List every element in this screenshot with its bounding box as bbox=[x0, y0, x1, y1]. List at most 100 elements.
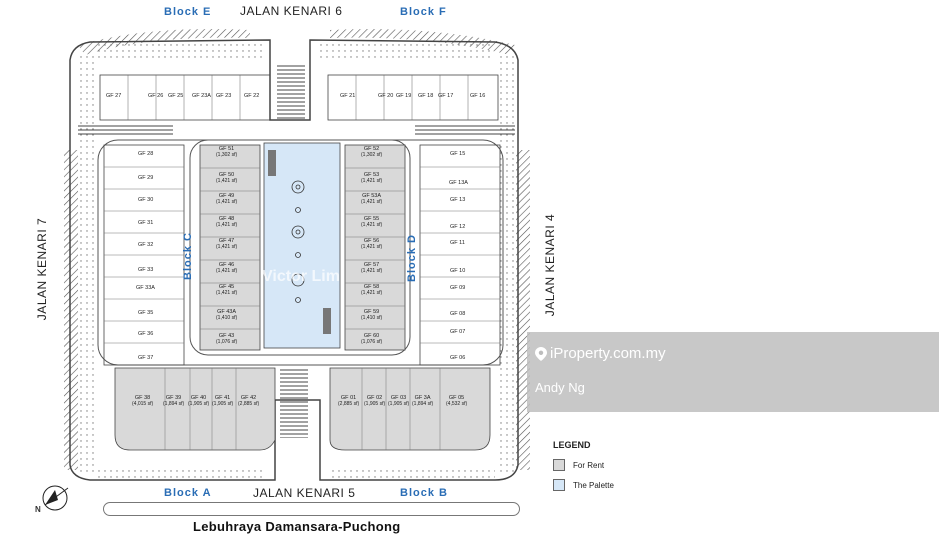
unit-label: GF 07 bbox=[450, 329, 466, 335]
legend-swatch bbox=[553, 459, 565, 471]
unit-label: GF 35 bbox=[138, 310, 154, 316]
unit-id: GF 53 bbox=[363, 172, 380, 178]
road-label-south: JALAN KENARI 5 bbox=[253, 486, 356, 500]
unit-area: (1,894 sf) bbox=[163, 401, 185, 407]
unit-area: (1,894 sf) bbox=[412, 401, 434, 407]
unit-label: GF 03(1,905 sf) bbox=[388, 395, 409, 407]
unit-label: GF 12 bbox=[450, 224, 466, 230]
unit-id: GF 3A bbox=[414, 395, 431, 401]
unit-area: (1,421 sf) bbox=[361, 268, 383, 274]
legend-title: LEGEND bbox=[553, 440, 591, 450]
unit-label: GF 52(1,302 sf) bbox=[361, 146, 382, 158]
block-label-f: Block F bbox=[400, 6, 447, 18]
boundary-hatch-east bbox=[516, 150, 530, 470]
watermark-agent: Andy Ng bbox=[535, 380, 585, 395]
unit-area: (4,532 sf) bbox=[446, 401, 468, 407]
north-arrow-label: N bbox=[35, 505, 41, 514]
watermark-brand: iProperty.com.my bbox=[550, 345, 666, 362]
unit-area: (2,885 sf) bbox=[338, 401, 360, 407]
unit-label: GF 60(1,076 sf) bbox=[361, 333, 382, 345]
unit-label: GF 50(1,421 sf) bbox=[216, 172, 237, 184]
unit-label: GF 17 bbox=[438, 93, 454, 99]
unit-area: (1,421 sf) bbox=[361, 244, 383, 250]
unit-label: GF 37 bbox=[138, 355, 154, 361]
unit-label: GF 32 bbox=[138, 242, 154, 248]
unit-area: (1,302 sf) bbox=[216, 152, 238, 158]
unit-area: (1,421 sf) bbox=[216, 244, 238, 250]
highway-road bbox=[103, 502, 520, 516]
unit-label: GF 01(2,885 sf) bbox=[338, 395, 359, 407]
unit-label: GF 18 bbox=[418, 93, 434, 99]
unit-id: GF 51 bbox=[218, 146, 235, 152]
unit-label: GF 16 bbox=[470, 93, 486, 99]
unit-label: GF 36 bbox=[138, 331, 154, 337]
unit-label: GF 20 bbox=[378, 93, 394, 99]
center-watermark: Victor Lim bbox=[262, 268, 340, 285]
unit-id: GF 48 bbox=[218, 216, 235, 222]
block-label-c: Block C bbox=[182, 232, 194, 280]
boundary-hatch-nw bbox=[78, 29, 250, 55]
legend-swatch bbox=[553, 479, 565, 491]
unit-label: GF 3A(1,894 sf) bbox=[412, 395, 433, 407]
unit-label: GF 39(1,894 sf) bbox=[163, 395, 184, 407]
unit-id: GF 05 bbox=[448, 395, 465, 401]
legend-label: For Rent bbox=[573, 460, 605, 470]
block-label-a: Block A bbox=[164, 487, 212, 499]
unit-label: GF 05(4,532 sf) bbox=[446, 395, 467, 407]
unit-label: GF 33 bbox=[138, 267, 154, 273]
unit-label: GF 11 bbox=[450, 240, 465, 246]
unit-label: GF 09 bbox=[450, 285, 466, 291]
unit-label: GF 23 bbox=[216, 93, 232, 99]
unit-area: (1,421 sf) bbox=[216, 222, 238, 228]
boundary-hatch-west bbox=[64, 150, 78, 470]
unit-label: GF 10 bbox=[450, 268, 466, 274]
unit-id: GF 55 bbox=[363, 216, 380, 222]
unit-id: GF 57 bbox=[363, 262, 380, 268]
unit-id: GF 40 bbox=[190, 395, 207, 401]
unit-label: GF 40(1,905 sf) bbox=[188, 395, 209, 407]
unit-id: GF 38 bbox=[134, 395, 151, 401]
unit-id: GF 41 bbox=[214, 395, 231, 401]
unit-area: (1,421 sf) bbox=[361, 222, 383, 228]
unit-label: GF 06 bbox=[450, 355, 466, 361]
unit-id: GF 52 bbox=[363, 146, 380, 152]
unit-area: (2,885 sf) bbox=[238, 401, 260, 407]
unit-label: GF 08 bbox=[450, 311, 466, 317]
unit-label: GF 41(1,905 sf) bbox=[212, 395, 233, 407]
unit-label: GF 51(1,302 sf) bbox=[216, 146, 237, 158]
unit-id: GF 43A bbox=[217, 309, 237, 315]
unit-label: GF 13 bbox=[450, 197, 466, 203]
unit-area: (1,421 sf) bbox=[361, 290, 383, 296]
unit-id: GF 59 bbox=[363, 309, 380, 315]
unit-label: GF 25 bbox=[168, 93, 184, 99]
site-outline bbox=[69, 39, 519, 481]
unit-id: GF 03 bbox=[390, 395, 407, 401]
block-label-d: Block D bbox=[406, 234, 418, 282]
unit-label: GF 53(1,421 sf) bbox=[361, 172, 382, 184]
legend-item-the-palette: The Palette bbox=[553, 479, 614, 491]
unit-label: GF 43A(1,410 sf) bbox=[216, 309, 237, 321]
unit-id: GF 58 bbox=[363, 284, 380, 290]
block-label-e: Block E bbox=[164, 6, 212, 18]
unit-area: (1,905 sf) bbox=[188, 401, 210, 407]
unit-label: GF 26 bbox=[148, 93, 164, 99]
unit-label: GF 29 bbox=[138, 175, 154, 181]
unit-area: (1,302 sf) bbox=[361, 152, 383, 158]
road-label-north: JALAN KENARI 6 bbox=[240, 4, 343, 18]
unit-area: (1,421 sf) bbox=[216, 199, 238, 205]
unit-id: GF 49 bbox=[218, 193, 235, 199]
legend-label: The Palette bbox=[573, 480, 614, 490]
unit-area: (1,905 sf) bbox=[212, 401, 234, 407]
unit-label: GF 21 bbox=[340, 93, 356, 99]
unit-label: GF 15 bbox=[450, 151, 466, 157]
road-label-west: JALAN KENARI 7 bbox=[35, 217, 49, 321]
unit-area: (1,421 sf) bbox=[216, 268, 238, 274]
unit-label: GF 57(1,421 sf) bbox=[361, 262, 382, 274]
unit-label: GF 53A(1,421 sf) bbox=[361, 193, 382, 205]
unit-area: (1,410 sf) bbox=[216, 315, 238, 321]
unit-label: GF 55(1,421 sf) bbox=[361, 216, 382, 228]
highway-label: Lebuhraya Damansara-Puchong bbox=[193, 519, 401, 534]
boundary-hatch-ne bbox=[330, 29, 515, 55]
unit-label: GF 56(1,421 sf) bbox=[361, 238, 382, 250]
